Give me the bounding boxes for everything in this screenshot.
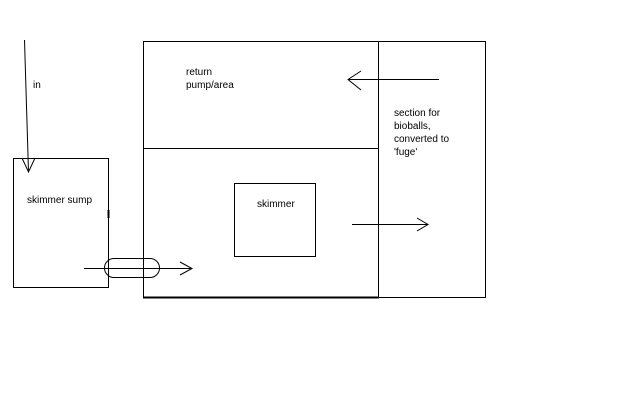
label-return-area: return pump/area: [186, 67, 234, 91]
skimmer-box: [234, 183, 316, 257]
return-flow-arrowhead: [347, 70, 362, 91]
label-skimmer-sump: skimmer sump: [27, 195, 93, 206]
inlet-arrow-line: [24, 39, 29, 173]
label-bioballs-section: section for bioballs, converted to 'fuge…: [394, 108, 450, 158]
skimmer-to-fuge-arrowhead: [416, 217, 429, 232]
inlet-arrowhead: [21, 157, 36, 174]
pipe-flow-arrowhead: [179, 261, 194, 276]
label-in: in: [33, 80, 41, 91]
skimmer-sump-box: [13, 158, 109, 288]
label-skimmer: skimmer: [257, 199, 295, 210]
